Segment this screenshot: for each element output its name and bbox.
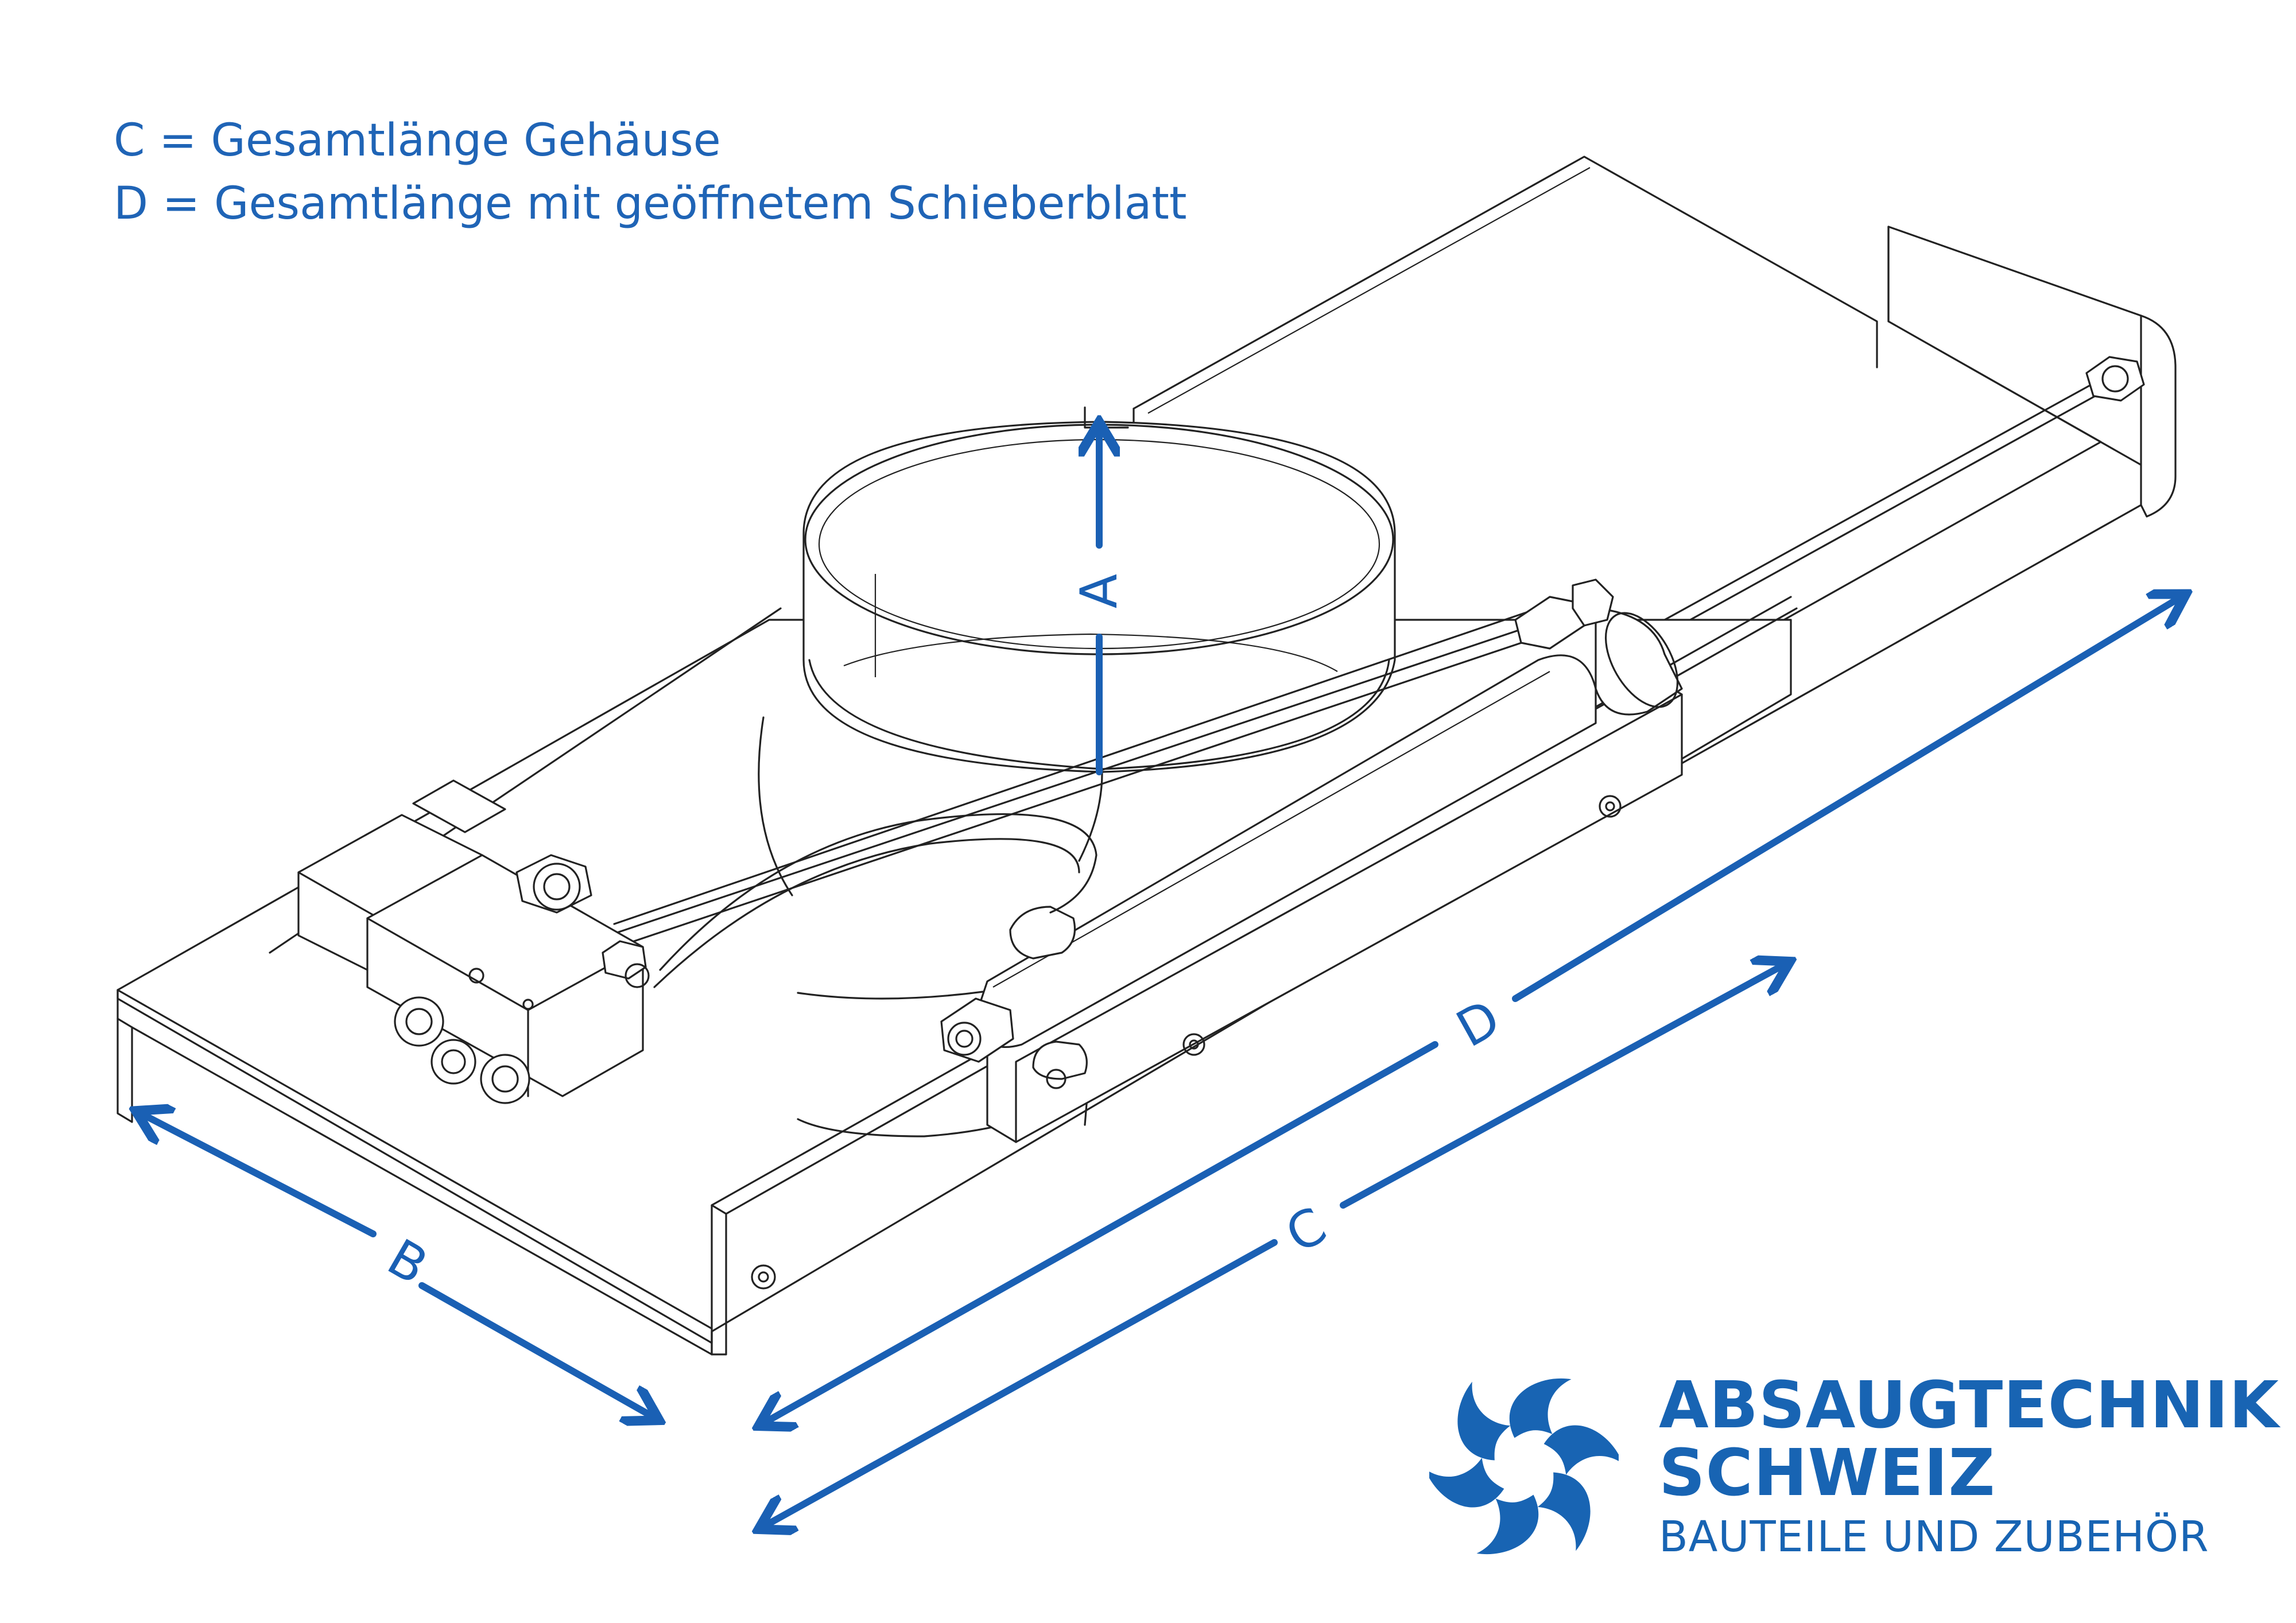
fan-swirl-logo-icon bbox=[1429, 1378, 1619, 1555]
brand-tagline: BAUTEILE UND ZUBEHÖR bbox=[1659, 1512, 2209, 1562]
brand-wordmark: ABSAUGTECHNIK SCHWEIZ BAUTEILE UND ZUBEH… bbox=[1659, 1372, 2279, 1567]
dimension-a-label: A bbox=[1069, 574, 1128, 608]
brand-line-1: ABSAUGTECHNIK bbox=[1659, 1368, 2279, 1443]
dimension-d-label: D bbox=[1447, 988, 1510, 1059]
air-hoses bbox=[607, 578, 1614, 988]
legend-line-d: D = Gesamtlänge mit geöffnetem Schieberb… bbox=[114, 178, 1187, 230]
inlet-pipe-upper bbox=[802, 406, 1396, 773]
dimension-c-label: C bbox=[1276, 1195, 1336, 1264]
dimension-legend: C = Gesamtlänge Gehäuse D = Gesamtlänge … bbox=[114, 109, 1187, 235]
brand-line-2: SCHWEIZ bbox=[1659, 1436, 1996, 1511]
solenoid-valve bbox=[297, 779, 650, 1104]
dimension-a: A bbox=[1069, 428, 1128, 775]
pneumatic-cylinder bbox=[940, 607, 1683, 1143]
slide-blade-housing bbox=[1133, 156, 2177, 764]
legend-line-c: C = Gesamtlänge Gehäuse bbox=[114, 115, 721, 166]
